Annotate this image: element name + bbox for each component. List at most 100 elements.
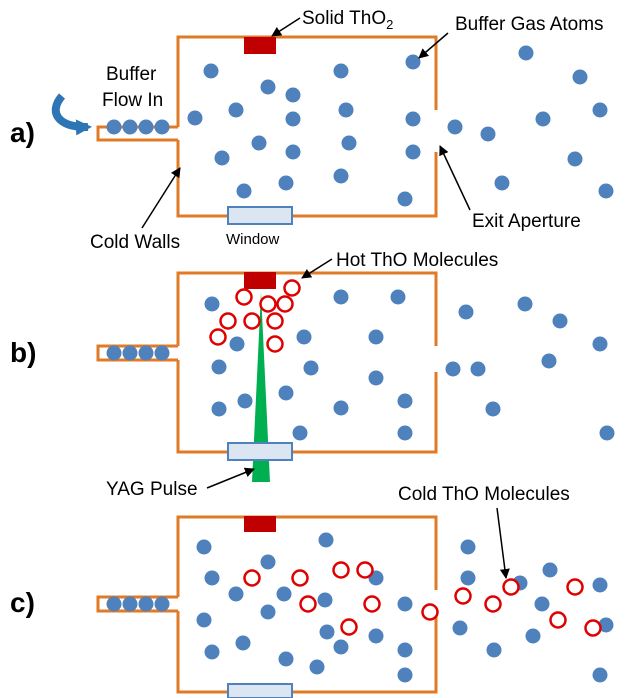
panel-c: c): [10, 515, 614, 698]
buffer-gas-atom: [237, 393, 253, 409]
buffer-gas-atom: [397, 425, 413, 441]
hot-tho-molecule: [219, 312, 237, 330]
window-c: [227, 683, 293, 698]
buffer-gas-atom: [397, 667, 413, 683]
label-window: Window: [226, 231, 280, 248]
flow-arrow: [51, 93, 92, 136]
buffer-gas-atom: [535, 111, 551, 127]
buffer-gas-atom: [204, 644, 220, 660]
buffer-gas-atom: [278, 651, 294, 667]
buffer-gas-atom: [333, 63, 349, 79]
buffer-gas-atom: [122, 119, 138, 135]
buffer-gas-atom: [333, 639, 349, 655]
buffer-gas-atom: [236, 183, 252, 199]
cold-tho-molecule: [299, 595, 317, 613]
buffer-gas-atom: [211, 359, 227, 375]
buffer-gas-atom: [542, 562, 558, 578]
cold-tho-molecule: [340, 618, 358, 636]
buffer-gas-atom: [494, 175, 510, 191]
buffer-gas-atom: [228, 102, 244, 118]
buffer-gas-atom: [397, 393, 413, 409]
buffer-gas-atom: [292, 425, 308, 441]
buffer-gas-atom: [154, 119, 170, 135]
buffer-gas-atom: [251, 135, 267, 151]
buffer-gas-atom: [260, 79, 276, 95]
buffer-gas-atom: [486, 642, 502, 658]
buffer-gas-atom: [567, 151, 583, 167]
buffer-gas-atom: [106, 596, 122, 612]
buffer-gas-atom: [211, 401, 227, 417]
buffer-gas-atom: [592, 667, 608, 683]
buffer-gas-atom: [470, 361, 486, 377]
buffer-gas-atom: [592, 102, 608, 118]
label-exit-aperture: Exit Aperture: [439, 145, 581, 232]
cold-molecules-c: [243, 561, 602, 637]
buffer-gas-atom: [397, 642, 413, 658]
buffer-gas-atom: [285, 111, 301, 127]
cold-tho-molecule: [243, 569, 261, 587]
yag-beam: [252, 292, 270, 482]
cell-wall-c: [96, 515, 438, 694]
buffer-gas-atom: [122, 345, 138, 361]
panel-label-b: b): [10, 337, 36, 368]
buffer-gas-atom: [154, 596, 170, 612]
buffer-gas-atom: [303, 360, 319, 376]
hot-tho-molecule: [266, 335, 284, 353]
hot-tho-molecule: [209, 328, 227, 346]
cold-tho-molecule: [566, 578, 584, 596]
solid-target-c: [244, 516, 276, 532]
buffer-gas-atom: [138, 596, 154, 612]
buffer-gas-atom: [397, 191, 413, 207]
buffer-gas-atom: [447, 119, 463, 135]
label-buffer-gas-atoms: Buffer Gas Atoms: [418, 14, 604, 59]
buffer-gas-atom: [599, 425, 615, 441]
buffer-gas-atom: [106, 345, 122, 361]
cold-tho-molecule: [421, 603, 439, 621]
buffer-gas-atom: [106, 119, 122, 135]
buffer-gas-atom: [203, 63, 219, 79]
svg-text:Flow In: Flow In: [102, 90, 163, 111]
hot-tho-molecule: [235, 288, 253, 306]
label-cold-walls: Cold Walls: [90, 167, 181, 253]
buffer-gas-atom: [260, 604, 276, 620]
buffer-gas-atom: [318, 532, 334, 548]
buffer-gas-atom: [452, 620, 468, 636]
atoms-a: [106, 45, 614, 207]
buffer-gas-atom: [309, 659, 325, 675]
buffer-gas-atom: [276, 586, 292, 602]
cold-tho-molecule: [363, 595, 381, 613]
hot-tho-molecule: [243, 312, 261, 330]
cold-tho-molecule: [291, 569, 309, 587]
buffer-gas-atom: [592, 336, 608, 352]
panel-label-c: c): [10, 587, 35, 618]
buffer-gas-atom: [278, 175, 294, 191]
buffer-gas-atom: [196, 539, 212, 555]
svg-text:YAG Pulse: YAG Pulse: [106, 479, 198, 500]
buffer-gas-atom: [445, 361, 461, 377]
buffer-gas-atom: [485, 401, 501, 417]
buffer-gas-atom: [460, 570, 476, 586]
buffer-gas-atom: [228, 586, 244, 602]
buffer-gas-atom: [405, 144, 421, 160]
atoms-c: [106, 532, 614, 683]
hot-tho-molecule: [276, 295, 294, 313]
buffer-gas-atom: [480, 126, 496, 142]
svg-text:Buffer: Buffer: [106, 64, 157, 85]
buffer-gas-atom: [368, 329, 384, 345]
buffer-gas-atom: [317, 592, 333, 608]
window-b: [227, 442, 293, 461]
buffer-gas-atom: [333, 400, 349, 416]
label-buffer-flow-in: Buffer Flow In: [51, 64, 163, 136]
buffer-gas-atom: [260, 554, 276, 570]
buffer-gas-atom: [204, 570, 220, 586]
buffer-gas-atom: [405, 111, 421, 127]
svg-text:Cold Walls: Cold Walls: [90, 232, 180, 253]
buffer-gas-atom: [235, 635, 251, 651]
buffer-gas-atom: [518, 45, 534, 61]
buffer-gas-atom: [204, 296, 220, 312]
label-yag-pulse: YAG Pulse: [106, 467, 255, 500]
cold-tho-molecule: [484, 595, 502, 613]
cold-tho-molecule: [502, 578, 520, 596]
buffer-gas-atom: [541, 353, 557, 369]
buffer-gas-atom: [122, 596, 138, 612]
